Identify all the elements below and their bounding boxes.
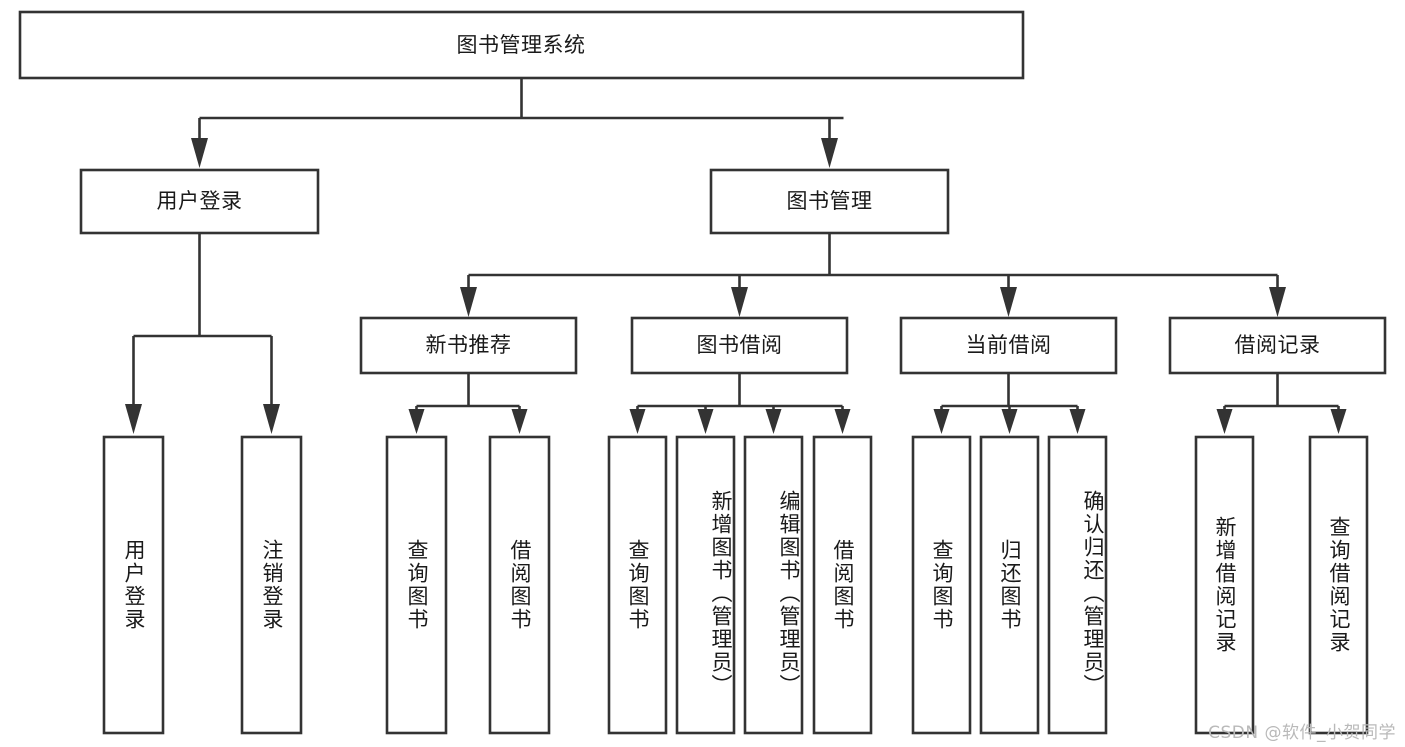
leaf-box-borrow-record-2[interactable] bbox=[1308, 435, 1369, 735]
node-new-book-recommend-box[interactable] bbox=[359, 316, 578, 375]
arrow-current-leaf-1 bbox=[933, 409, 950, 434]
arrow-borrow-leaf-1 bbox=[629, 409, 646, 434]
node-borrow-record-box[interactable] bbox=[1168, 316, 1387, 375]
arrow-borrow-leaf-3 bbox=[765, 409, 782, 434]
arrow-newbook-leaf-2 bbox=[511, 409, 528, 434]
node-root-label: 图书管理系统 bbox=[457, 33, 586, 57]
leaf-box-current-borrow-2[interactable] bbox=[979, 435, 1040, 735]
node-new-book-recommend[interactable]: 新书推荐 bbox=[359, 316, 578, 375]
node-current-borrow-box[interactable] bbox=[899, 316, 1118, 375]
node-book-management[interactable]: 图书管理 bbox=[709, 168, 950, 235]
leaf-box-book-borrow-4[interactable] bbox=[812, 435, 873, 735]
arrow-login-leaf-2 bbox=[263, 404, 280, 434]
arrow-root-to-login bbox=[191, 138, 208, 168]
arrow-borrow-leaf-4 bbox=[834, 409, 851, 434]
connector-group-current-borrow bbox=[933, 373, 1086, 434]
leaf-box-borrow-record-1[interactable] bbox=[1194, 435, 1255, 735]
arrow-newbook-leaf-1 bbox=[408, 409, 425, 434]
node-current-borrow[interactable]: 当前借阅 bbox=[899, 316, 1118, 375]
csdn-watermark: CSDN @软件_小贺同学 bbox=[1208, 723, 1396, 743]
leaf-box-current-borrow-3[interactable] bbox=[1047, 435, 1108, 735]
arrow-bookmgmt-child-2 bbox=[731, 287, 748, 317]
arrow-root-to-bookmgmt bbox=[821, 138, 838, 168]
node-current-borrow-label: 当前借阅 bbox=[966, 333, 1052, 357]
node-new-book-recommend-label: 新书推荐 bbox=[426, 333, 512, 357]
connector-group-new-book bbox=[408, 373, 528, 434]
arrow-bookmgmt-child-3 bbox=[1000, 287, 1017, 317]
arrow-login-leaf-1 bbox=[125, 404, 142, 434]
node-book-management-box[interactable] bbox=[709, 168, 950, 235]
node-book-borrow-label: 图书借阅 bbox=[697, 333, 783, 357]
connector-group-book-borrow bbox=[629, 373, 851, 434]
node-book-borrow[interactable]: 图书借阅 bbox=[630, 316, 849, 375]
leaf-box-user-login-2[interactable] bbox=[240, 435, 303, 735]
node-book-management-label: 图书管理 bbox=[787, 189, 873, 213]
node-borrow-record[interactable]: 借阅记录 bbox=[1168, 316, 1387, 375]
arrow-borrow-leaf-2 bbox=[697, 409, 714, 434]
leaf-box-book-borrow-3[interactable] bbox=[743, 435, 804, 735]
node-user-login-box[interactable] bbox=[79, 168, 320, 235]
node-root[interactable]: 图书管理系统 bbox=[18, 10, 1025, 80]
leaf-box-new-book-1[interactable] bbox=[385, 435, 448, 735]
arrow-current-leaf-2 bbox=[1001, 409, 1018, 434]
connector-group-book-management bbox=[460, 233, 1286, 317]
arrow-record-leaf-1 bbox=[1216, 409, 1233, 434]
leaf-box-user-login-1[interactable] bbox=[102, 435, 165, 735]
node-user-login-label: 用户登录 bbox=[157, 189, 243, 213]
node-root-box[interactable] bbox=[18, 10, 1025, 80]
leaf-box-book-borrow-1[interactable] bbox=[607, 435, 668, 735]
connector-group-user-login bbox=[125, 233, 280, 434]
node-borrow-record-label: 借阅记录 bbox=[1235, 333, 1321, 357]
leaf-box-new-book-2[interactable] bbox=[488, 435, 551, 735]
node-book-borrow-box[interactable] bbox=[630, 316, 849, 375]
connector-group-root bbox=[191, 78, 844, 168]
node-user-login[interactable]: 用户登录 bbox=[79, 168, 320, 235]
leaf-box-book-borrow-2[interactable] bbox=[675, 435, 736, 735]
connector-group-borrow-record bbox=[1216, 373, 1347, 434]
leaf-box-current-borrow-1[interactable] bbox=[911, 435, 972, 735]
arrow-bookmgmt-child-4 bbox=[1269, 287, 1286, 317]
arrow-current-leaf-3 bbox=[1069, 409, 1086, 434]
arrow-bookmgmt-child-1 bbox=[460, 287, 477, 317]
arrow-record-leaf-2 bbox=[1330, 409, 1347, 434]
